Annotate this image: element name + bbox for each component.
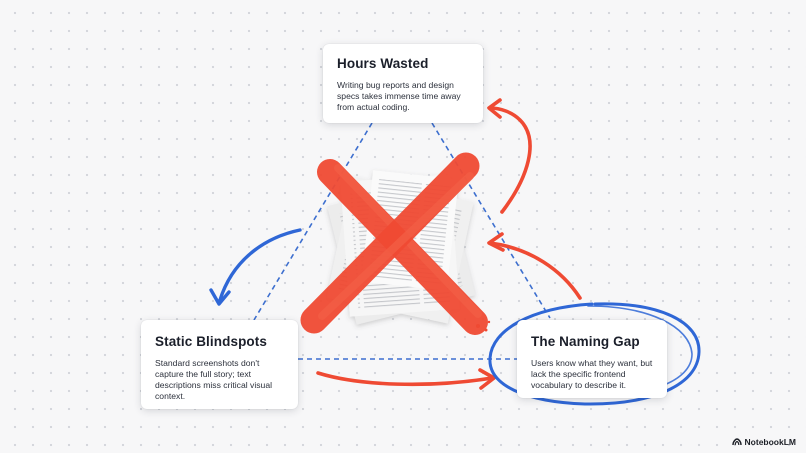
arrowhead-hours-wasted bbox=[487, 98, 502, 119]
link-hours-to-static bbox=[253, 122, 373, 321]
red-arrows bbox=[316, 98, 582, 390]
node-card-static-blindspots: Static Blindspots Standard screenshots d… bbox=[141, 320, 298, 409]
arrowhead-center bbox=[487, 232, 505, 252]
node-title: Hours Wasted bbox=[337, 56, 429, 71]
node-description: Users know what they want, but lack the … bbox=[531, 358, 653, 390]
node-description: Standard screenshots don't capture the f… bbox=[155, 358, 273, 401]
arrow-to-naming-gap bbox=[316, 371, 494, 387]
arrowhead-static-blindspots bbox=[209, 288, 231, 306]
arrow-to-static-blindspots bbox=[218, 228, 302, 302]
node-description: Writing bug reports and design specs tak… bbox=[337, 80, 461, 112]
blue-arrows bbox=[209, 228, 302, 306]
link-hours-to-naming bbox=[431, 122, 551, 319]
arrow-to-hours-wasted bbox=[488, 106, 532, 214]
brand-label: NotebookLM bbox=[744, 437, 796, 447]
arrowhead-naming-gap bbox=[478, 368, 496, 390]
node-title: Static Blindspots bbox=[155, 334, 267, 349]
red-x-icon bbox=[300, 152, 491, 335]
node-title: The Naming Gap bbox=[531, 334, 640, 349]
brand-watermark: NotebookLM bbox=[731, 437, 796, 447]
notebooklm-logo-icon bbox=[731, 438, 742, 446]
node-card-naming-gap: The Naming Gap Users know what they want… bbox=[517, 320, 667, 398]
node-card-hours-wasted: Hours Wasted Writing bug reports and des… bbox=[323, 44, 483, 123]
dashed-links bbox=[253, 122, 551, 360]
arrow-to-center bbox=[488, 241, 582, 300]
